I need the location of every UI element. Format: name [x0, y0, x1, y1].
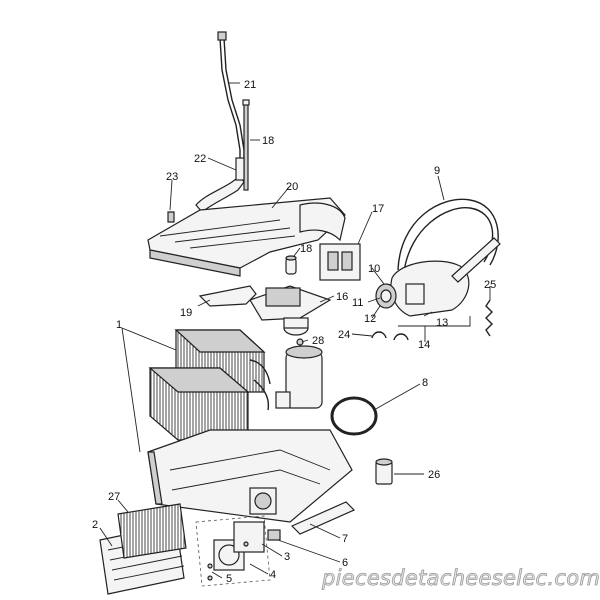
callout-24: 24: [338, 329, 350, 341]
callout-12: 12: [364, 313, 376, 325]
part-5-screws: [207, 541, 249, 581]
part-21-hose: [217, 31, 245, 175]
part-3-bracket: [233, 521, 265, 553]
part-18-rod: [242, 99, 250, 191]
callout-25: 25: [484, 279, 496, 291]
part-6-foot: [267, 529, 281, 541]
watermark: piecesdetacheeselec.com: [321, 566, 600, 590]
callout-16: 16: [336, 291, 348, 303]
callout-26: 26: [428, 469, 440, 481]
callout-17: 17: [372, 203, 384, 215]
callout-14: 14: [418, 339, 430, 351]
callout-8: 8: [422, 377, 428, 389]
part-7-base-plate: [290, 501, 356, 535]
part-18-small-cylinder: [285, 255, 297, 275]
callout-7: 7: [342, 533, 348, 545]
part-10-motor-assembly: [375, 260, 470, 317]
motor-shaft: [451, 237, 501, 283]
callout-18-top: 18: [262, 135, 274, 147]
part-27-filter: [117, 503, 187, 559]
callout-22: 22: [194, 153, 206, 165]
part-19-bracket: [198, 285, 257, 307]
part-17-connector-block: [319, 243, 361, 281]
leader-lines: [99, 82, 491, 579]
part-1-coils: [148, 329, 271, 441]
part-23-clip: [167, 211, 175, 223]
callout-2: 2: [92, 519, 98, 531]
callout-5: 5: [226, 573, 232, 585]
callout-11: 11: [352, 297, 363, 309]
callout-9: 9: [434, 165, 440, 177]
callout-19: 19: [180, 307, 192, 319]
callout-10: 10: [368, 263, 380, 275]
callout-28: 28: [312, 335, 324, 347]
callout-27: 27: [108, 491, 120, 503]
part-20-top-cover: [147, 197, 346, 277]
part-25-spring: [485, 299, 493, 337]
callout-20: 20: [286, 181, 298, 193]
callout-13: 13: [436, 317, 448, 329]
callout-labels: 21 18 22 23 20 17 9 18 10 16 19 25 11 12…: [92, 79, 496, 585]
part-26-cylinder: [375, 458, 393, 485]
callout-18-mid: 18: [300, 243, 312, 255]
part-16-pump-plate: [249, 285, 332, 336]
part-4-fan-panel: [195, 515, 271, 587]
part-8-ring: [330, 396, 378, 436]
part-22-hose-connector: [195, 157, 245, 213]
callout-1: 1: [116, 319, 122, 331]
callout-4: 4: [270, 569, 276, 581]
callout-6: 6: [342, 557, 348, 569]
base-frame: [147, 429, 353, 523]
callout-3: 3: [284, 551, 290, 563]
part-9-cable: [397, 198, 499, 273]
callout-23: 23: [166, 171, 178, 183]
part-24-clamps: [371, 331, 409, 341]
callout-21: 21: [244, 79, 256, 91]
compressor: [275, 345, 323, 409]
